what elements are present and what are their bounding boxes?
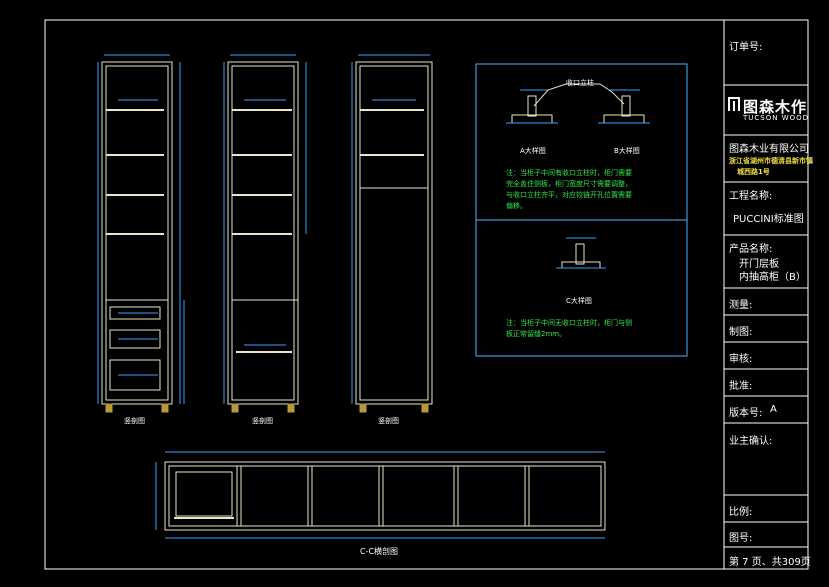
detail-a-caption: A大样图 <box>520 147 546 155</box>
product-line-1: 开门层板 <box>739 259 779 270</box>
detail-b <box>598 89 650 124</box>
project-label: 工程名称: <box>729 191 773 202</box>
horizontal-section <box>164 461 606 531</box>
order-no-label: 订单号: <box>729 42 763 53</box>
owner-label: 业主确认: <box>729 436 773 447</box>
project-value: PUCCINI标准图 <box>733 214 804 225</box>
product-line-2: 内抽高柜（B） <box>739 272 806 283</box>
horizontal-dimensions <box>155 451 605 539</box>
approve-label: 批准: <box>729 381 753 392</box>
detail-c-caption: C大样图 <box>566 297 592 305</box>
bottom-section-caption: C-C横剖图 <box>360 547 399 556</box>
note-1-line-3: 与收口立柱齐平，对应铰链开孔位置需要 <box>506 191 632 199</box>
section-view-2 <box>227 61 299 413</box>
note-1-line-2: 完全盖住侧板，柜门宽度尺寸需要调整， <box>506 180 632 188</box>
logo-text: 图森木作 <box>743 98 808 116</box>
detail-panel-frame <box>475 63 688 357</box>
logo-icon <box>728 97 740 111</box>
dimension-lines-3 <box>351 54 430 404</box>
section-view-1 <box>101 61 173 413</box>
review-label: 审核: <box>729 354 753 365</box>
dimension-lines-2 <box>223 54 307 404</box>
address-line-1: 浙江省湖州市德清县新市镇 <box>729 157 813 165</box>
detail-a <box>506 89 558 124</box>
address-line-2: 城西路1号 <box>737 168 770 176</box>
section-view-3 <box>355 61 433 413</box>
callout-label: 收口立柱 <box>566 79 594 87</box>
detail-b-caption: B大样图 <box>614 147 640 155</box>
note-1-line-1: 注：当柜子中间有收口立柱时，柜门需要 <box>506 169 632 177</box>
drawing-no-label: 图号: <box>729 533 753 544</box>
note-2-line-1: 注：当柜子中间无收口立柱时，柜门与侧 <box>506 319 632 327</box>
version-value: A <box>770 404 777 415</box>
note-1-line-4: 偏移。 <box>506 202 527 210</box>
note-2-line-2: 板正常留缝2mm。 <box>506 330 567 338</box>
scale-label: 比例: <box>729 507 753 518</box>
company-name: 图森木业有限公司 <box>729 144 809 155</box>
title-block-grid <box>724 84 808 548</box>
callout-leader <box>533 83 625 107</box>
view-1-caption: 竖剖图 <box>124 417 145 425</box>
drawing-label: 制图: <box>729 327 753 338</box>
view-2-caption: 竖剖图 <box>252 417 273 425</box>
dimension-lines-1 <box>97 54 185 404</box>
version-label: 版本号: <box>729 408 763 419</box>
sheet-border <box>44 19 809 570</box>
logo-subtext: TUCSON WOOD <box>743 114 810 122</box>
view-3-caption: 竖剖图 <box>378 417 399 425</box>
detail-c <box>556 237 606 269</box>
survey-label: 测量: <box>729 300 753 311</box>
product-label: 产品名称: <box>729 244 773 255</box>
page-number: 第 7 页、共309页 <box>729 557 811 568</box>
